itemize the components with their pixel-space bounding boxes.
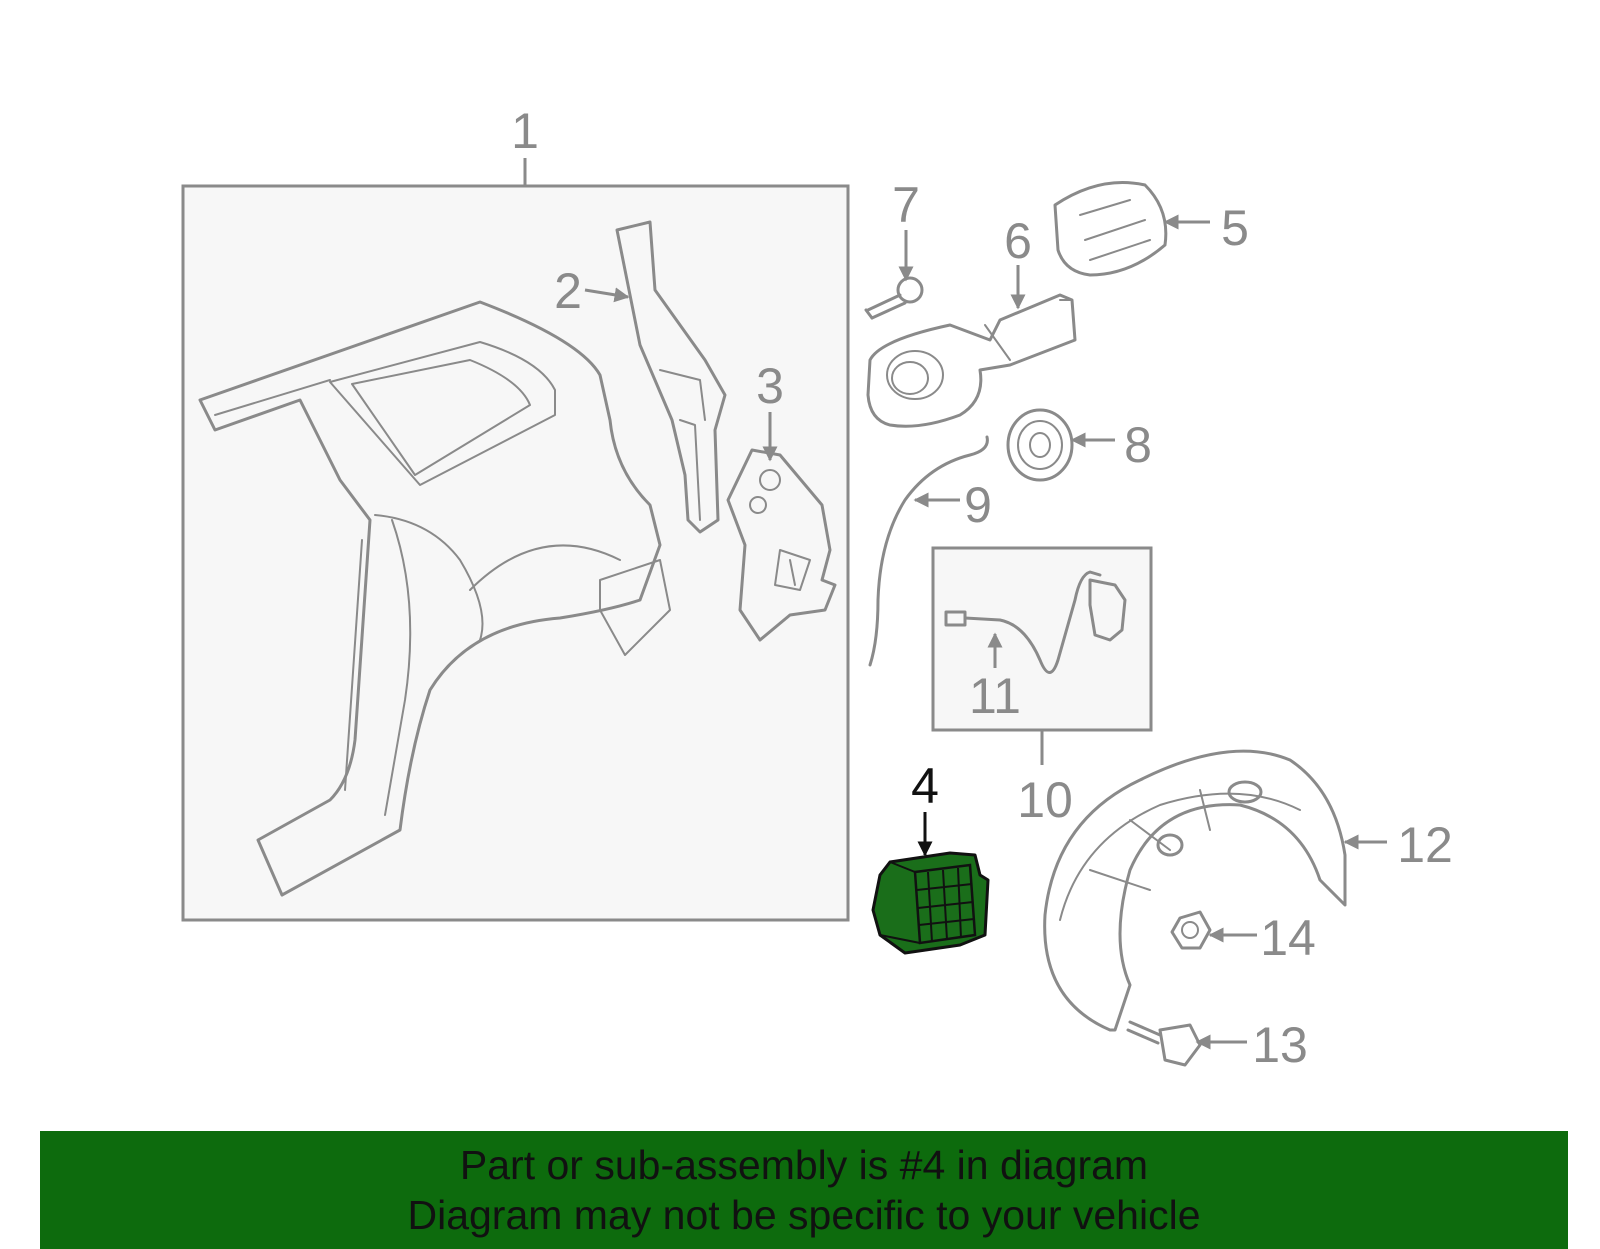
- part-9-cable[interactable]: [868, 435, 989, 667]
- callout-3: 3: [756, 358, 784, 414]
- callout-14: 14: [1260, 910, 1316, 966]
- callout-7: 7: [892, 177, 920, 233]
- callout-5: 5: [1221, 200, 1249, 256]
- part-10-actuator-kit[interactable]: [931, 546, 1153, 765]
- callout-9: 9: [964, 477, 992, 533]
- part-5-fuel-door[interactable]: [1053, 181, 1168, 277]
- part-1-quarter-panel[interactable]: [181, 158, 850, 922]
- part-13-push-pin[interactable]: [1126, 1020, 1202, 1067]
- callout-1: 1: [511, 103, 539, 159]
- callout-4: 4: [911, 758, 939, 814]
- callout-10: 10: [1017, 772, 1073, 828]
- part-2-pillar[interactable]: [615, 220, 727, 534]
- callout-2: 2: [554, 263, 582, 319]
- callout-12: 12: [1397, 817, 1453, 873]
- part-6-filler-housing[interactable]: [866, 293, 1077, 428]
- callout-11: 11: [969, 668, 1021, 724]
- callout-8: 8: [1124, 417, 1152, 473]
- part-7-screw[interactable]: [864, 276, 924, 320]
- callout-13: 13: [1252, 1017, 1308, 1073]
- callout-6: 6: [1004, 213, 1032, 269]
- part-12-wheel-liner[interactable]: [1043, 749, 1347, 1032]
- part-8-grommet[interactable]: [1006, 408, 1074, 482]
- part-3-bracket[interactable]: [726, 448, 837, 642]
- part-4-vent-highlight[interactable]: [871, 851, 990, 955]
- banner-line-1: Part or sub-assembly is #4 in diagram: [459, 1142, 1149, 1188]
- leader-arrows: [584, 214, 1387, 1050]
- info-banner: Part or sub-assembly is #4 in diagram Di…: [40, 1131, 1568, 1249]
- part-14-clip[interactable]: [1170, 910, 1212, 950]
- banner-line-2: Diagram may not be specific to your vehi…: [407, 1192, 1201, 1238]
